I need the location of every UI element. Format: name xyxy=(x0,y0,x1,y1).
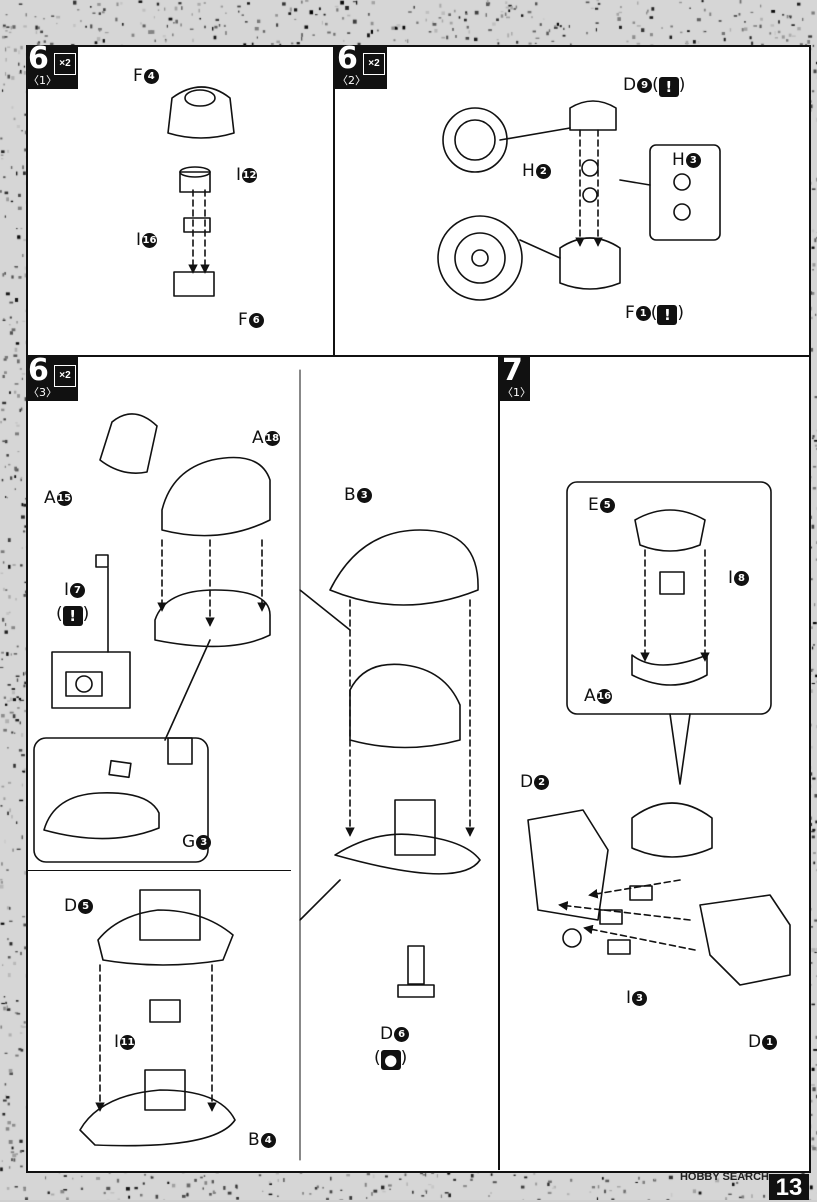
step-substep: 〈1〉 xyxy=(502,386,531,399)
panel-divider-top xyxy=(26,355,809,357)
caution-icon: ! xyxy=(658,77,679,97)
step-badge-6-1: 6 〈1〉 ×2 xyxy=(26,41,78,89)
times-two-icon: ×2 xyxy=(54,365,76,387)
watermark: HOBBY SEARCH xyxy=(679,1171,769,1183)
step-substep: 〈3〉 xyxy=(28,386,57,399)
step-number: 6 xyxy=(28,353,49,388)
step-badge-6-3: 6 〈3〉 ×2 xyxy=(26,353,78,401)
panel-divider-v2 xyxy=(498,355,500,1170)
panel-divider-h2 xyxy=(26,870,291,871)
step-number: 7 xyxy=(502,353,523,388)
step-number: 6 xyxy=(28,41,49,76)
label-D6-marker: (●) xyxy=(374,1048,408,1070)
times-two-icon: ×2 xyxy=(363,53,385,75)
step-badge-7-1: 7 〈1〉 xyxy=(500,353,531,401)
page-number: 13 xyxy=(769,1174,809,1201)
step-substep: 〈1〉 xyxy=(28,74,57,87)
times-two-icon: ×2 xyxy=(54,53,76,75)
caution-icon: ! xyxy=(62,606,83,626)
label-I7-caution: (!) xyxy=(56,604,90,626)
marker-pen-icon: ● xyxy=(380,1050,401,1070)
step-number: 6 xyxy=(337,41,358,76)
panel-divider-v1 xyxy=(333,45,335,355)
step-substep: 〈2〉 xyxy=(337,74,366,87)
step-badge-6-2: 6 〈2〉 ×2 xyxy=(335,41,387,89)
caution-icon: ! xyxy=(657,305,678,325)
